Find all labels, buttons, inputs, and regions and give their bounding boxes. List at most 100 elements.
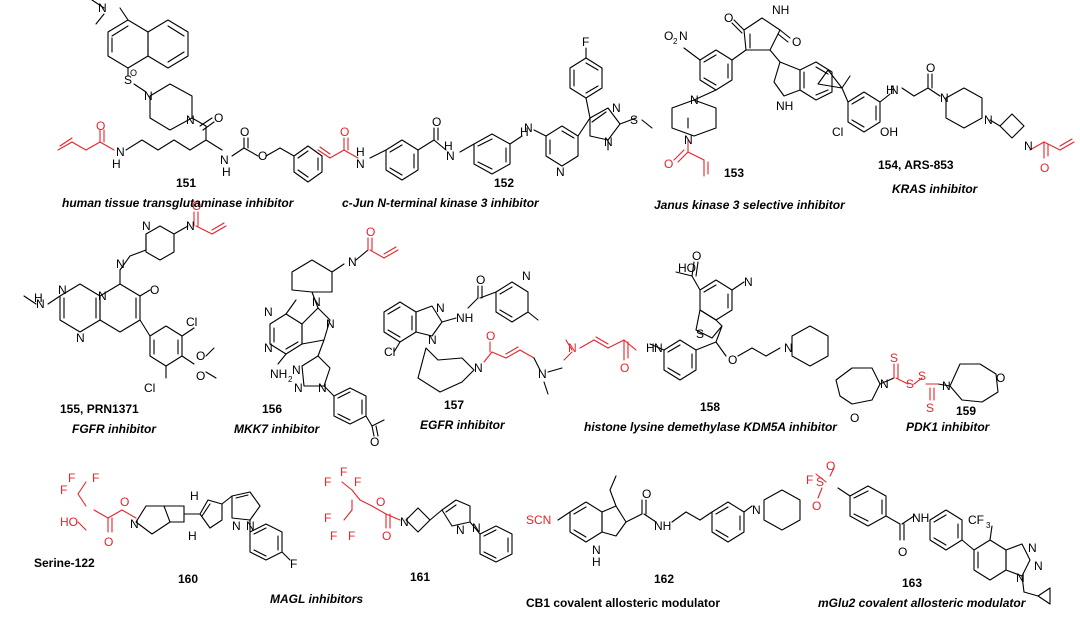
atom-label: O xyxy=(196,369,205,383)
atom-label: N xyxy=(246,519,255,533)
atom-label: NH xyxy=(912,511,929,525)
atom-label: O xyxy=(728,353,737,367)
caption-155: FGFR inhibitor xyxy=(72,422,156,436)
warhead-154 xyxy=(1029,138,1075,159)
atom-label: N xyxy=(522,269,531,283)
atom-label: N xyxy=(612,101,621,115)
atom-label: O xyxy=(258,149,267,163)
atom-label: N xyxy=(592,543,601,557)
atom-label: N xyxy=(220,153,229,167)
atom-label-warhead: S xyxy=(816,475,824,489)
atom-label: N xyxy=(144,89,153,103)
atom-label: O xyxy=(130,68,137,78)
atom-label: N xyxy=(186,113,195,127)
atom-label: Cl xyxy=(832,125,843,139)
atom-label-warhead: F xyxy=(92,471,99,485)
atom-label: N xyxy=(318,381,327,395)
atom-label: O xyxy=(664,29,673,43)
atom-label-warhead: O xyxy=(826,459,835,473)
atom-label-warhead: S xyxy=(926,401,934,415)
caption-153: Janus kinase 3 selective inhibitor xyxy=(654,198,845,212)
atom-label: H xyxy=(444,139,453,153)
atom-label: N xyxy=(1034,559,1043,573)
atom-label: Cl xyxy=(384,345,395,359)
atom-label: O xyxy=(150,283,159,297)
atom-label: N xyxy=(474,361,483,375)
atom-label-warhead: O xyxy=(382,529,391,543)
atom-label: N xyxy=(940,91,949,105)
atom-label: N xyxy=(684,133,693,147)
warhead-151 xyxy=(57,129,115,151)
atom-label: O xyxy=(724,11,733,25)
atom-label: N xyxy=(456,523,465,537)
atom-label-warhead: F xyxy=(68,471,75,485)
warhead-163 xyxy=(815,467,835,499)
compound-number-153: 153 xyxy=(724,166,745,180)
atom-label: N xyxy=(98,1,107,15)
atom-label: N xyxy=(984,113,993,127)
atom-label: NH xyxy=(654,519,671,533)
atom-label: N xyxy=(1024,139,1033,153)
atom-label: 3 xyxy=(986,521,991,530)
atom-label: H xyxy=(188,529,197,543)
atom-label-warhead: F xyxy=(330,529,337,543)
structure-155 xyxy=(23,225,217,379)
structure-161 xyxy=(405,499,513,563)
atom-label: N xyxy=(264,305,273,319)
atom-label: O xyxy=(898,545,907,559)
atom-label: O xyxy=(196,349,205,363)
structure-158 xyxy=(649,261,829,381)
atom-label-warhead: O xyxy=(812,499,821,513)
atom-label: F xyxy=(582,35,589,49)
warhead-158 xyxy=(563,336,637,361)
atom-label: N xyxy=(348,255,357,269)
atom-label: N xyxy=(890,83,899,97)
atom-label: N xyxy=(744,275,753,289)
atom-label: O xyxy=(996,371,1005,385)
atom-label: 2 xyxy=(288,375,293,384)
structure-153 xyxy=(671,17,833,137)
atom-label: N xyxy=(436,301,445,315)
warhead-161 xyxy=(341,481,401,529)
caption-159: PDK1 inhibitor xyxy=(906,420,990,434)
atom-label: O xyxy=(692,249,701,263)
atom-label: N xyxy=(232,519,241,533)
caption-152: c-Jun N-terminal kinase 3 inhibitor xyxy=(342,196,539,210)
compound-number-159: 159 xyxy=(956,404,977,418)
atom-label: N xyxy=(446,149,455,163)
atom-label: N xyxy=(142,219,151,233)
atom-label: CF xyxy=(968,513,984,527)
warhead-159 xyxy=(893,363,939,401)
compound-number-155: 155, PRN1371 xyxy=(60,402,139,416)
atom-label: N xyxy=(58,283,67,297)
atom-label: NH xyxy=(456,311,473,325)
structure-156 xyxy=(269,249,385,437)
serine-label: Serine-122 xyxy=(34,556,95,570)
atom-label: OH xyxy=(880,125,898,139)
atom-label: N xyxy=(294,381,303,395)
atom-label: N xyxy=(400,515,409,529)
atom-label: NH xyxy=(772,3,789,17)
caption-163: mGlu2 covalent allosteric modulator xyxy=(818,596,1026,610)
atom-label: O xyxy=(850,411,859,425)
atom-label: 2 xyxy=(673,37,678,46)
atom-label: N xyxy=(538,367,547,381)
atom-label: H xyxy=(646,341,655,355)
magl-group-caption: MAGL inhibitors xyxy=(270,592,364,606)
atom-label-warhead: HO xyxy=(60,515,78,529)
atom-label: N xyxy=(784,341,793,355)
atom-label: O xyxy=(476,273,485,287)
atom-label: S xyxy=(696,327,704,341)
atom-label: N xyxy=(116,257,125,271)
compound-number-163: 163 xyxy=(902,576,923,590)
atom-label: H xyxy=(520,125,529,139)
atom-label: N xyxy=(116,145,125,159)
caption-157: EGFR inhibitor xyxy=(420,418,505,432)
atom-label-warhead: F xyxy=(354,475,361,489)
atom-label-warhead: O xyxy=(120,495,129,509)
atom-label: H xyxy=(34,291,43,305)
compound-number-162: 162 xyxy=(654,572,675,586)
atom-label: N xyxy=(556,165,565,179)
